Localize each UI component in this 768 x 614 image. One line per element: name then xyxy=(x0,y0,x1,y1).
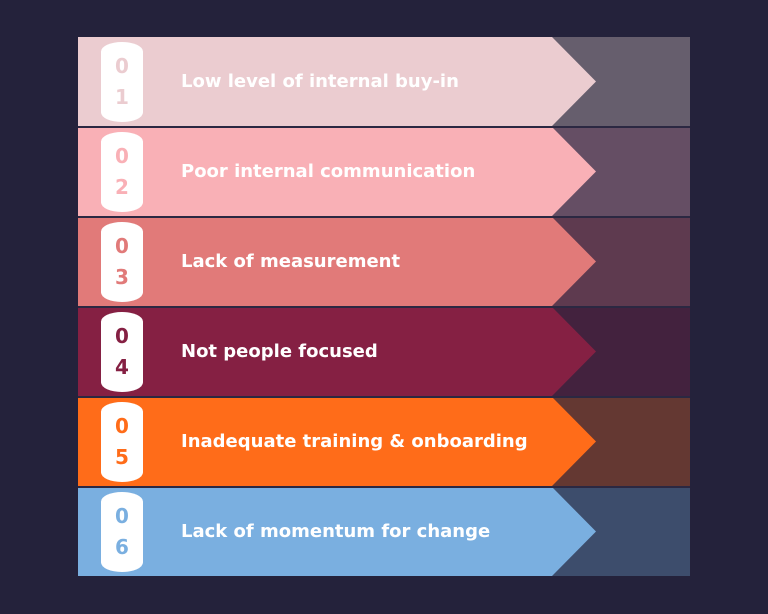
row-divider xyxy=(78,306,690,308)
challenges-list: 0 1 Low level of internal buy-in 0 2 Poo… xyxy=(78,37,690,577)
item-label: Low level of internal buy-in xyxy=(181,71,459,92)
row-body xyxy=(78,487,552,576)
item-label: Lack of measurement xyxy=(181,251,401,272)
item-label: Inadequate training & onboarding xyxy=(181,431,528,452)
item-label: Poor internal communication xyxy=(181,161,476,182)
list-item: 0 4 Not people focused xyxy=(78,307,690,396)
number-digit-1: 0 xyxy=(115,234,129,258)
arrow-point-icon xyxy=(552,397,596,486)
number-digit-1: 0 xyxy=(115,414,129,438)
list-item: 0 2 Poor internal communication xyxy=(78,127,690,216)
number-digit-1: 0 xyxy=(115,504,129,528)
row-body xyxy=(78,307,552,396)
list-item: 0 6 Lack of momentum for change xyxy=(78,487,690,576)
row-body xyxy=(78,397,552,486)
list-item: 0 5 Inadequate training & onboarding xyxy=(78,397,690,486)
row-divider xyxy=(78,126,690,128)
number-badge: 0 1 xyxy=(101,42,143,122)
number-digit-2: 6 xyxy=(115,535,129,559)
row-divider xyxy=(78,486,690,488)
number-badge: 0 5 xyxy=(101,402,143,482)
arrow-point-icon xyxy=(552,217,596,306)
number-digit-2: 1 xyxy=(115,85,129,109)
list-item: 0 1 Low level of internal buy-in xyxy=(78,37,690,126)
arrow-point-icon xyxy=(552,127,596,216)
number-badge: 0 6 xyxy=(101,492,143,572)
item-label: Not people focused xyxy=(181,341,378,362)
arrow-point-icon xyxy=(552,487,596,576)
number-digit-2: 5 xyxy=(115,445,129,469)
number-digit-1: 0 xyxy=(115,144,129,168)
number-digit-2: 2 xyxy=(115,175,129,199)
row-divider xyxy=(78,216,690,218)
item-label: Lack of momentum for change xyxy=(181,521,491,542)
number-badge: 0 4 xyxy=(101,312,143,392)
row-body xyxy=(78,37,552,126)
number-digit-2: 3 xyxy=(115,265,129,289)
number-badge: 0 2 xyxy=(101,132,143,212)
row-divider xyxy=(78,396,690,398)
number-badge: 0 3 xyxy=(101,222,143,302)
row-body xyxy=(78,127,552,216)
number-digit-1: 0 xyxy=(115,324,129,348)
number-digit-2: 4 xyxy=(115,355,129,379)
arrow-point-icon xyxy=(552,307,596,396)
list-item: 0 3 Lack of measurement xyxy=(78,217,690,306)
number-digit-1: 0 xyxy=(115,54,129,78)
row-body xyxy=(78,217,552,306)
arrow-point-icon xyxy=(552,37,596,126)
